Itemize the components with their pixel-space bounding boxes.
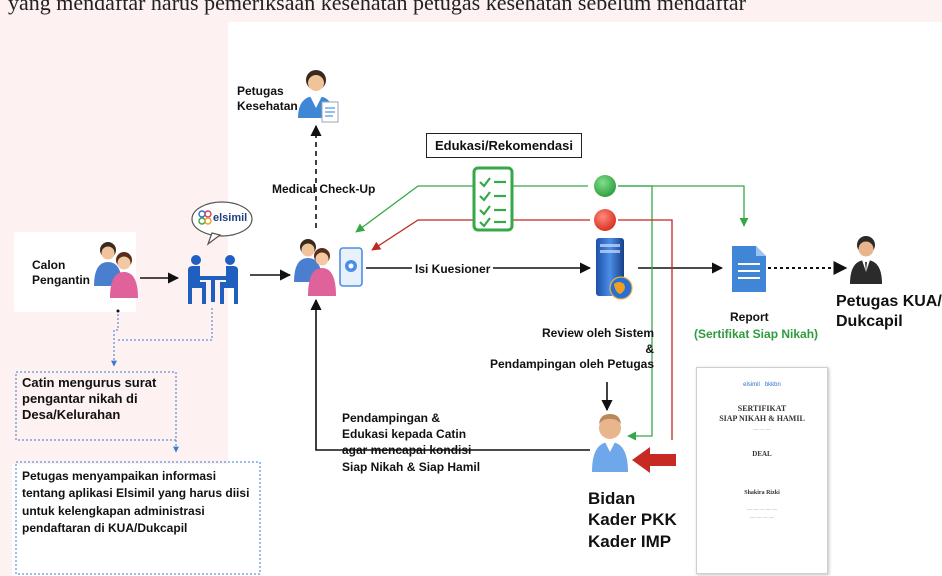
green-light-icon [594,175,616,197]
label-calon-pengantin: Calon Pengantin [32,258,91,287]
dashed-box-catin [15,371,177,441]
certificate-thumbnail: elsimil bkkbn SERTIFIKAT SIAP NIKAH & HA… [696,367,828,574]
dashed-meeting-down [118,308,213,341]
label-report: Report [730,310,769,324]
cert-name: DEAL [752,450,772,458]
cert-logo-bkkbn: bkkbn [764,382,781,388]
bidan-icon [592,414,628,472]
cert-title: SERTIFIKAT SIAP NIKAH & HAMIL [719,404,805,423]
server-globe-icon [596,238,633,300]
catin-icon [294,239,336,296]
panel-bottom-left [12,464,262,576]
meeting-icon [188,255,238,304]
label-petugas-kua: Petugas KUA/ Dukcapil [836,293,942,330]
label-petugas-kesehatan: Petugas Kesehatan [237,84,298,113]
label-pendampingan: Pendampingan & Edukasi kepada Catin agar… [342,411,481,474]
label-bidan: Bidan Kader PKK Kader IMP [588,489,677,551]
label-isi-kuesioner: Isi Kuesioner [412,262,494,277]
label-elsimil: elsimil [213,212,248,224]
elsimil-bubble [191,201,253,246]
report-doc-icon [732,246,766,292]
couple-icon [94,242,138,313]
label-review: Review oleh Sistem & Pendampingan oleh P… [490,326,655,372]
cert-logos: elsimil bkkbn [697,382,827,388]
checklist-icon [472,166,514,232]
box-edukasi-rekomendasi: Edukasi/Rekomendasi [426,133,582,158]
cert-fine-1: — — — [753,428,771,433]
officer-icon [850,236,882,284]
dashed-couple-down [111,310,119,367]
label-sertifikat: (Sertifikat Siap Nikah) [694,327,819,341]
arrow-green-feedback [355,185,588,233]
cert-logo-elsimil: elsimil [743,382,760,388]
arrow-green-report [618,185,749,227]
tablet-icon [339,247,363,287]
arrow-red-branch [618,219,673,440]
dashed-box-petugas [15,461,261,575]
label-catin-mengurus: Catin mengurus surat pengantar nikah di … [22,375,157,422]
red-light-icon [594,209,616,231]
cert-fine-3: — — — — [750,516,774,521]
cert-fine-2: — — — — — [747,508,777,513]
label-petugas-menyampaikan: Petugas menyampaikan informasi tentang a… [22,469,250,536]
arrow-green-bidan [618,185,653,441]
big-red-arrow [632,447,676,473]
header-partial-text: yang mendaftar harus pemeriksaan kesehat… [8,0,746,15]
cert-signer: Shakira Rizki [744,490,780,496]
health-worker-icon [298,70,339,123]
arrow-pendampingan-catin [310,298,590,451]
label-medical-checkup: Medical Check-Up [272,182,376,196]
arrow-red-feedback [371,219,590,251]
